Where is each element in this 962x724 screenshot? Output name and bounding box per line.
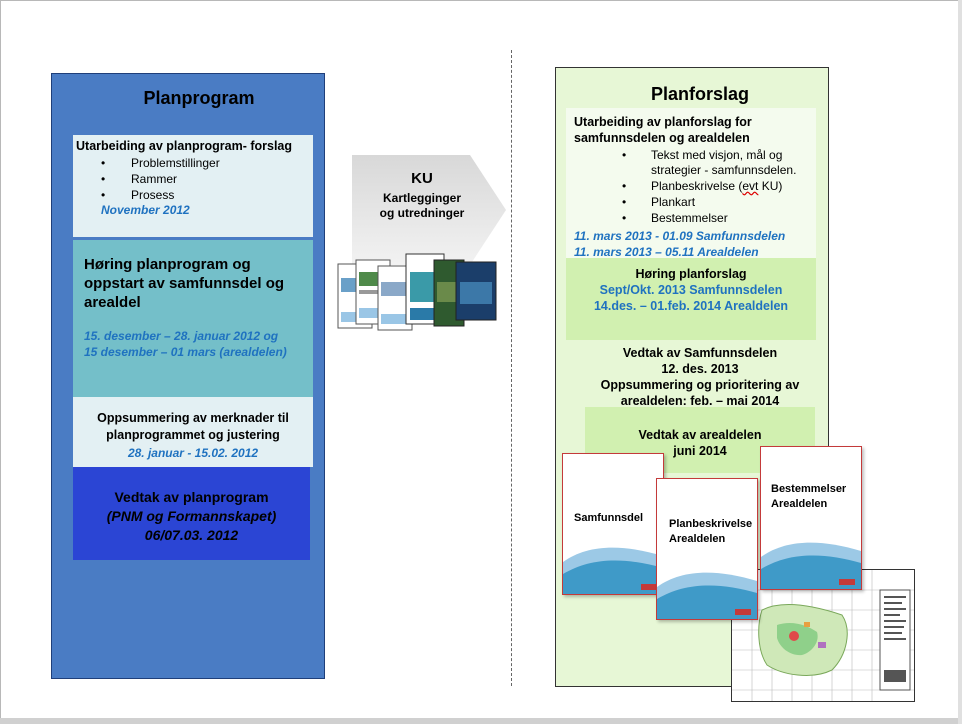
horing-planforslag-box: Høring planforslag Sept/Okt. 2013 Samfun… (566, 258, 816, 340)
planbeskrivelse-document-cover: Planbeskrivelse Arealdelen (656, 478, 758, 620)
box-heading: Vedtak av arealdelen juni 2014 (585, 427, 815, 459)
horing-planprogram-box: Høring planprogram og oppstart av samfun… (73, 240, 313, 397)
date-label: November 2012 (101, 203, 190, 217)
box-subheading: (PNM og Formannskapet) (106, 508, 277, 524)
spellcheck-marked-word: evt (742, 179, 759, 193)
document-title-line: Arealdelen (771, 498, 828, 510)
bullet-list: Problemstillinger Rammer Prosess (93, 155, 220, 203)
document-title: Planbeskrivelse Arealdelen (669, 517, 752, 547)
list-item: Prosess (93, 187, 220, 203)
text-line: Vedtak av Samfunnsdelen (622, 346, 778, 360)
document-title: Samfunnsdel (574, 512, 644, 524)
document-title-line: Planbeskrivelse (669, 518, 753, 530)
box-heading: Høring planforslag (635, 267, 747, 281)
planforslag-title: Planforslag (650, 84, 750, 104)
bestemmelser-document-cover: Bestemmelser Arealdelen (760, 446, 862, 590)
vedtak-planprogram-box: Vedtak av planprogram (PNM og Formannska… (73, 467, 310, 560)
bullet-list: Tekst med visjon, mål og strategier - sa… (622, 148, 812, 227)
ku-title: KU (411, 170, 433, 187)
ku-subtitle: Kartlegginger og utredninger (352, 191, 492, 221)
date-label: 15 desember – 01 mars (arealdelen) (84, 345, 287, 359)
box-heading: Høring planprogram og oppstart av samfun… (84, 256, 285, 311)
text-line: juni 2014 (673, 444, 727, 458)
dashed-divider (511, 50, 512, 686)
right-edge (958, 0, 962, 724)
samfunnsdel-document-cover: Samfunnsdel (562, 453, 664, 595)
document-wave-graphic (657, 572, 757, 619)
text-line: Vedtak av arealdelen (638, 428, 762, 442)
list-item: Rammer (93, 171, 220, 187)
date-label: Sept/Okt. 2013 Samfunnsdelen (599, 283, 783, 297)
box-heading: Utarbeiding av planprogram- forslag (76, 139, 293, 153)
bottom-edge (0, 718, 962, 724)
box-heading: Utarbeiding av planforslag for samfunnsd… (574, 115, 752, 145)
ku-subtitle-line: og utredninger (379, 206, 465, 220)
document-title: Bestemmelser Arealdelen (771, 482, 846, 512)
box-heading: Oppsummering av merknader til planprogra… (97, 411, 289, 442)
box-heading: Vedtak av planprogram (114, 489, 269, 505)
date-label: 14.des. – 01.feb. 2014 Arealdelen (593, 299, 789, 313)
date-label: 11. mars 2013 – 05.11 Arealdelen (574, 245, 759, 259)
plankart-map-image (731, 569, 915, 702)
date-label: 06/07.03. 2012 (144, 527, 239, 543)
list-item: Planbeskrivelse (evt KU) (622, 179, 812, 194)
document-title-line: Arealdelen (669, 533, 726, 545)
list-item: Bestemmelser (622, 211, 812, 226)
ku-arrow-shape (352, 155, 506, 265)
date-label: 15. desember – 28. januar 2012 og (84, 329, 279, 343)
date-label: 28. januar - 15.02. 2012 (127, 446, 259, 460)
list-item: Plankart (622, 195, 812, 210)
report-thumbnails-image (337, 253, 497, 331)
document-title-line: Bestemmelser (771, 483, 847, 495)
vedtak-samfunnsdelen-text: Vedtak av Samfunnsdelen 12. des. 2013 Op… (555, 345, 845, 409)
text-line: Oppsummering og prioritering av (600, 378, 800, 392)
document-wave-graphic (761, 542, 861, 589)
date-label: 11. mars 2013 - 01.09 Samfunnsdelen (574, 229, 786, 243)
document-wave-graphic (563, 547, 663, 594)
planprogram-title: Planprogram (143, 88, 255, 108)
list-item: Tekst med visjon, mål og strategier - sa… (622, 148, 812, 178)
utarbeiding-planforslag-box: Utarbeiding av planforslag for samfunnsd… (566, 108, 816, 259)
list-item: Problemstillinger (93, 155, 220, 171)
oppsummering-box: Oppsummering av merknader til planprogra… (73, 397, 313, 467)
text-line: arealdelen: feb. – mai 2014 (620, 394, 780, 408)
ku-subtitle-line: Kartlegginger (382, 191, 461, 205)
utarbeiding-planprogram-box: Utarbeiding av planprogram- forslag Prob… (73, 135, 313, 237)
text-line: 12. des. 2013 (661, 362, 739, 376)
